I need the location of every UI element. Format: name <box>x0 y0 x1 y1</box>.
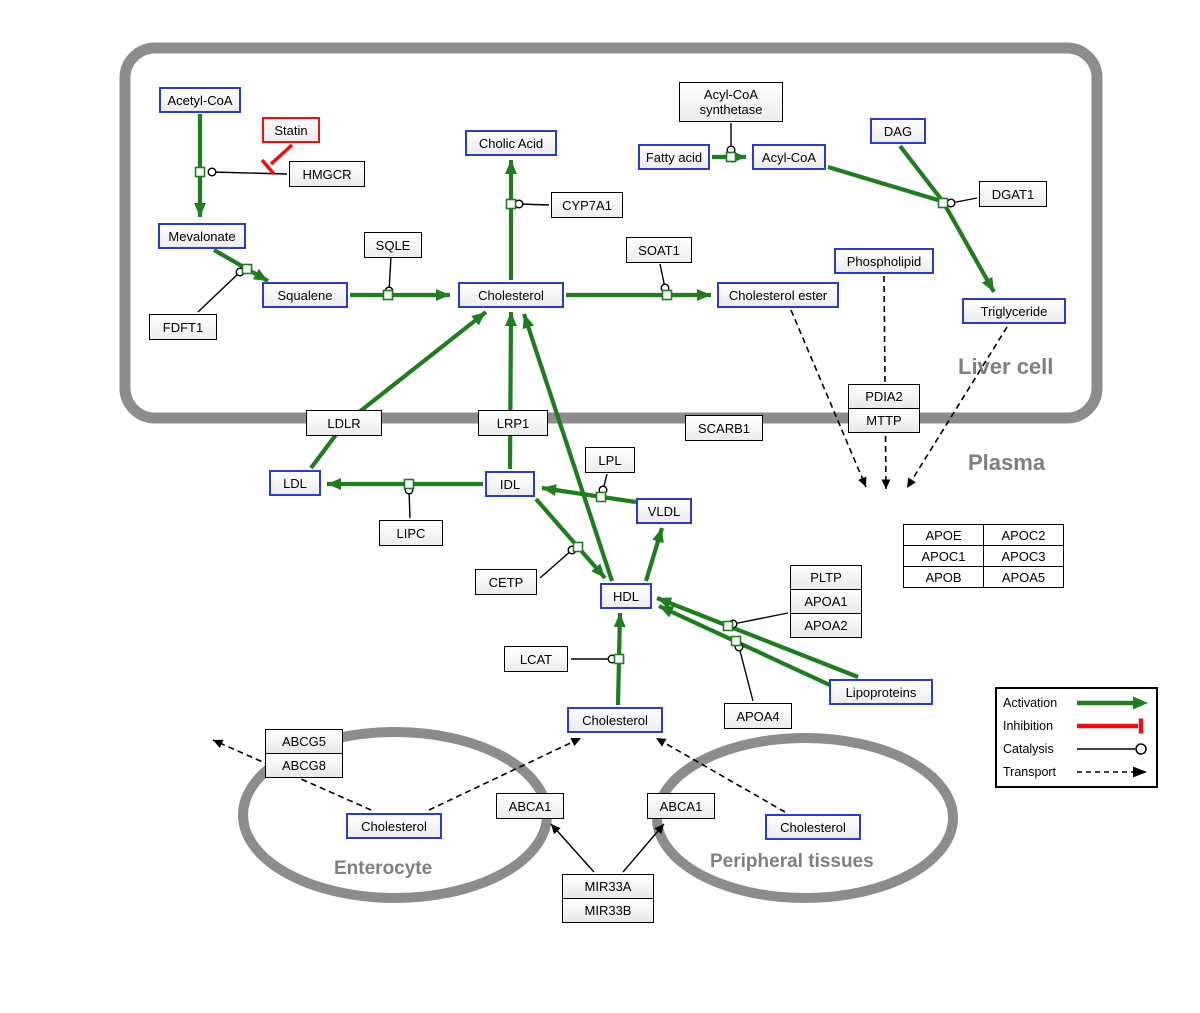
apo-cell-apoc2[interactable]: APOC2 <box>983 524 1064 546</box>
node-cholesterol-liver[interactable]: Cholesterol <box>458 282 564 308</box>
apolipoprotein-table: APOE APOC2 APOC1 APOC3 APOB APOA5 <box>903 524 1064 588</box>
node-sqle[interactable]: SQLE <box>364 232 422 258</box>
node-abca1-enterocyte[interactable]: ABCA1 <box>496 793 564 819</box>
node-abcg8[interactable]: ABCG8 <box>265 753 343 778</box>
acyl-coa-synthetase-line1: Acyl-CoA <box>703 87 759 102</box>
node-soat1[interactable]: SOAT1 <box>626 237 692 263</box>
node-apoa2[interactable]: APOA2 <box>790 613 862 638</box>
node-idl[interactable]: IDL <box>485 471 535 497</box>
node-lipc[interactable]: LIPC <box>379 520 443 546</box>
node-apoa1[interactable]: APOA1 <box>790 589 862 614</box>
legend-label-activation: Activation <box>1003 695 1058 710</box>
stack-mir33: MIR33A MIR33B <box>562 874 654 923</box>
node-cholesterol-enterocyte[interactable]: Cholesterol <box>346 813 442 839</box>
node-lpl[interactable]: LPL <box>585 447 635 473</box>
node-cholesterol-peripheral[interactable]: Cholesterol <box>765 814 861 840</box>
node-dag[interactable]: DAG <box>870 118 926 144</box>
region-label-enterocyte: Enterocyte <box>334 858 433 879</box>
apo-cell-apoc1[interactable]: APOC1 <box>903 545 984 567</box>
region-label-liver-cell: Liver cell <box>958 354 1054 379</box>
node-triglyceride[interactable]: Triglyceride <box>962 298 1066 324</box>
legend: Activation Inhibition Catalysis Transpor… <box>995 687 1158 788</box>
transport-dashed-arrow-icon <box>1077 766 1147 778</box>
node-lrp1[interactable]: LRP1 <box>478 410 548 436</box>
stack-pdia2-mttp: PDIA2 MTTP <box>848 384 920 433</box>
node-phospholipid[interactable]: Phospholipid <box>834 248 934 274</box>
node-squalene[interactable]: Squalene <box>262 282 348 308</box>
node-apoa4[interactable]: APOA4 <box>724 703 792 729</box>
apo-cell-apob[interactable]: APOB <box>903 566 984 588</box>
catalysis-circle-icon <box>1077 743 1147 755</box>
stack-abcg5-abcg8: ABCG5 ABCG8 <box>265 729 343 778</box>
inhibition-edge <box>260 143 294 176</box>
node-pdia2[interactable]: PDIA2 <box>848 384 920 409</box>
activation-edges <box>194 114 996 706</box>
legend-label-transport: Transport <box>1003 765 1057 780</box>
legend-row-catalysis: Catalysis <box>1003 738 1150 760</box>
node-abca1-peripheral[interactable]: ABCA1 <box>647 793 715 819</box>
legend-row-inhibition: Inhibition <box>1003 715 1150 737</box>
node-mir33b[interactable]: MIR33B <box>562 898 654 923</box>
node-cholesterol-plasma[interactable]: Cholesterol <box>567 707 663 733</box>
transport-edges <box>212 275 1008 813</box>
catalysis-edges <box>197 123 978 702</box>
node-fdft1[interactable]: FDFT1 <box>149 314 217 340</box>
node-fatty-acid[interactable]: Fatty acid <box>638 144 710 170</box>
region-label-peripheral-tissues: Peripheral tissues <box>710 851 874 872</box>
acyl-coa-synthetase-line2: synthetase <box>699 102 763 117</box>
node-scarb1[interactable]: SCARB1 <box>685 415 763 441</box>
node-cyp7a1[interactable]: CYP7A1 <box>551 192 623 218</box>
node-hdl[interactable]: HDL <box>600 583 652 609</box>
node-mttp[interactable]: MTTP <box>848 408 920 433</box>
node-statin[interactable]: Statin <box>262 117 320 143</box>
regulation-edges <box>550 823 665 873</box>
node-acyl-coa[interactable]: Acyl-CoA <box>752 144 826 170</box>
legend-label-inhibition: Inhibition <box>1003 718 1054 733</box>
node-cholic-acid[interactable]: Cholic Acid <box>465 130 557 156</box>
liver-cell-membrane <box>119 42 1103 424</box>
node-ldl[interactable]: LDL <box>269 470 321 496</box>
stack-pltp-apoa1-apoa2: PLTP APOA1 APOA2 <box>790 565 862 638</box>
node-mir33a[interactable]: MIR33A <box>562 874 654 899</box>
node-ldlr[interactable]: LDLR <box>306 410 382 436</box>
activation-arrow-icon <box>1077 696 1148 710</box>
legend-row-activation: Activation <box>1003 692 1150 714</box>
node-acyl-coa-synthetase[interactable]: Acyl-CoA synthetase <box>679 82 783 122</box>
apo-cell-apoe[interactable]: APOE <box>903 524 984 546</box>
inhibition-tbar-icon <box>1077 718 1144 734</box>
node-cetp[interactable]: CETP <box>475 569 537 595</box>
node-lcat[interactable]: LCAT <box>504 646 568 672</box>
node-hmgcr[interactable]: HMGCR <box>289 161 365 187</box>
node-abcg5[interactable]: ABCG5 <box>265 729 343 754</box>
legend-label-catalysis: Catalysis <box>1003 742 1054 757</box>
legend-row-transport: Transport <box>1003 761 1150 783</box>
apo-cell-apoa5[interactable]: APOA5 <box>983 566 1064 588</box>
apo-cell-apoc3[interactable]: APOC3 <box>983 545 1064 567</box>
process-nodes <box>194 151 949 665</box>
node-dgat1[interactable]: DGAT1 <box>979 181 1047 207</box>
node-lipoproteins[interactable]: Lipoproteins <box>829 679 933 705</box>
node-acetyl-coa[interactable]: Acetyl-CoA <box>159 87 241 113</box>
region-label-plasma: Plasma <box>968 450 1046 475</box>
node-pltp[interactable]: PLTP <box>790 565 862 590</box>
node-vldl[interactable]: VLDL <box>636 498 692 524</box>
node-cholesterol-ester[interactable]: Cholesterol ester <box>717 282 839 308</box>
node-mevalonate[interactable]: Mevalonate <box>158 223 246 249</box>
